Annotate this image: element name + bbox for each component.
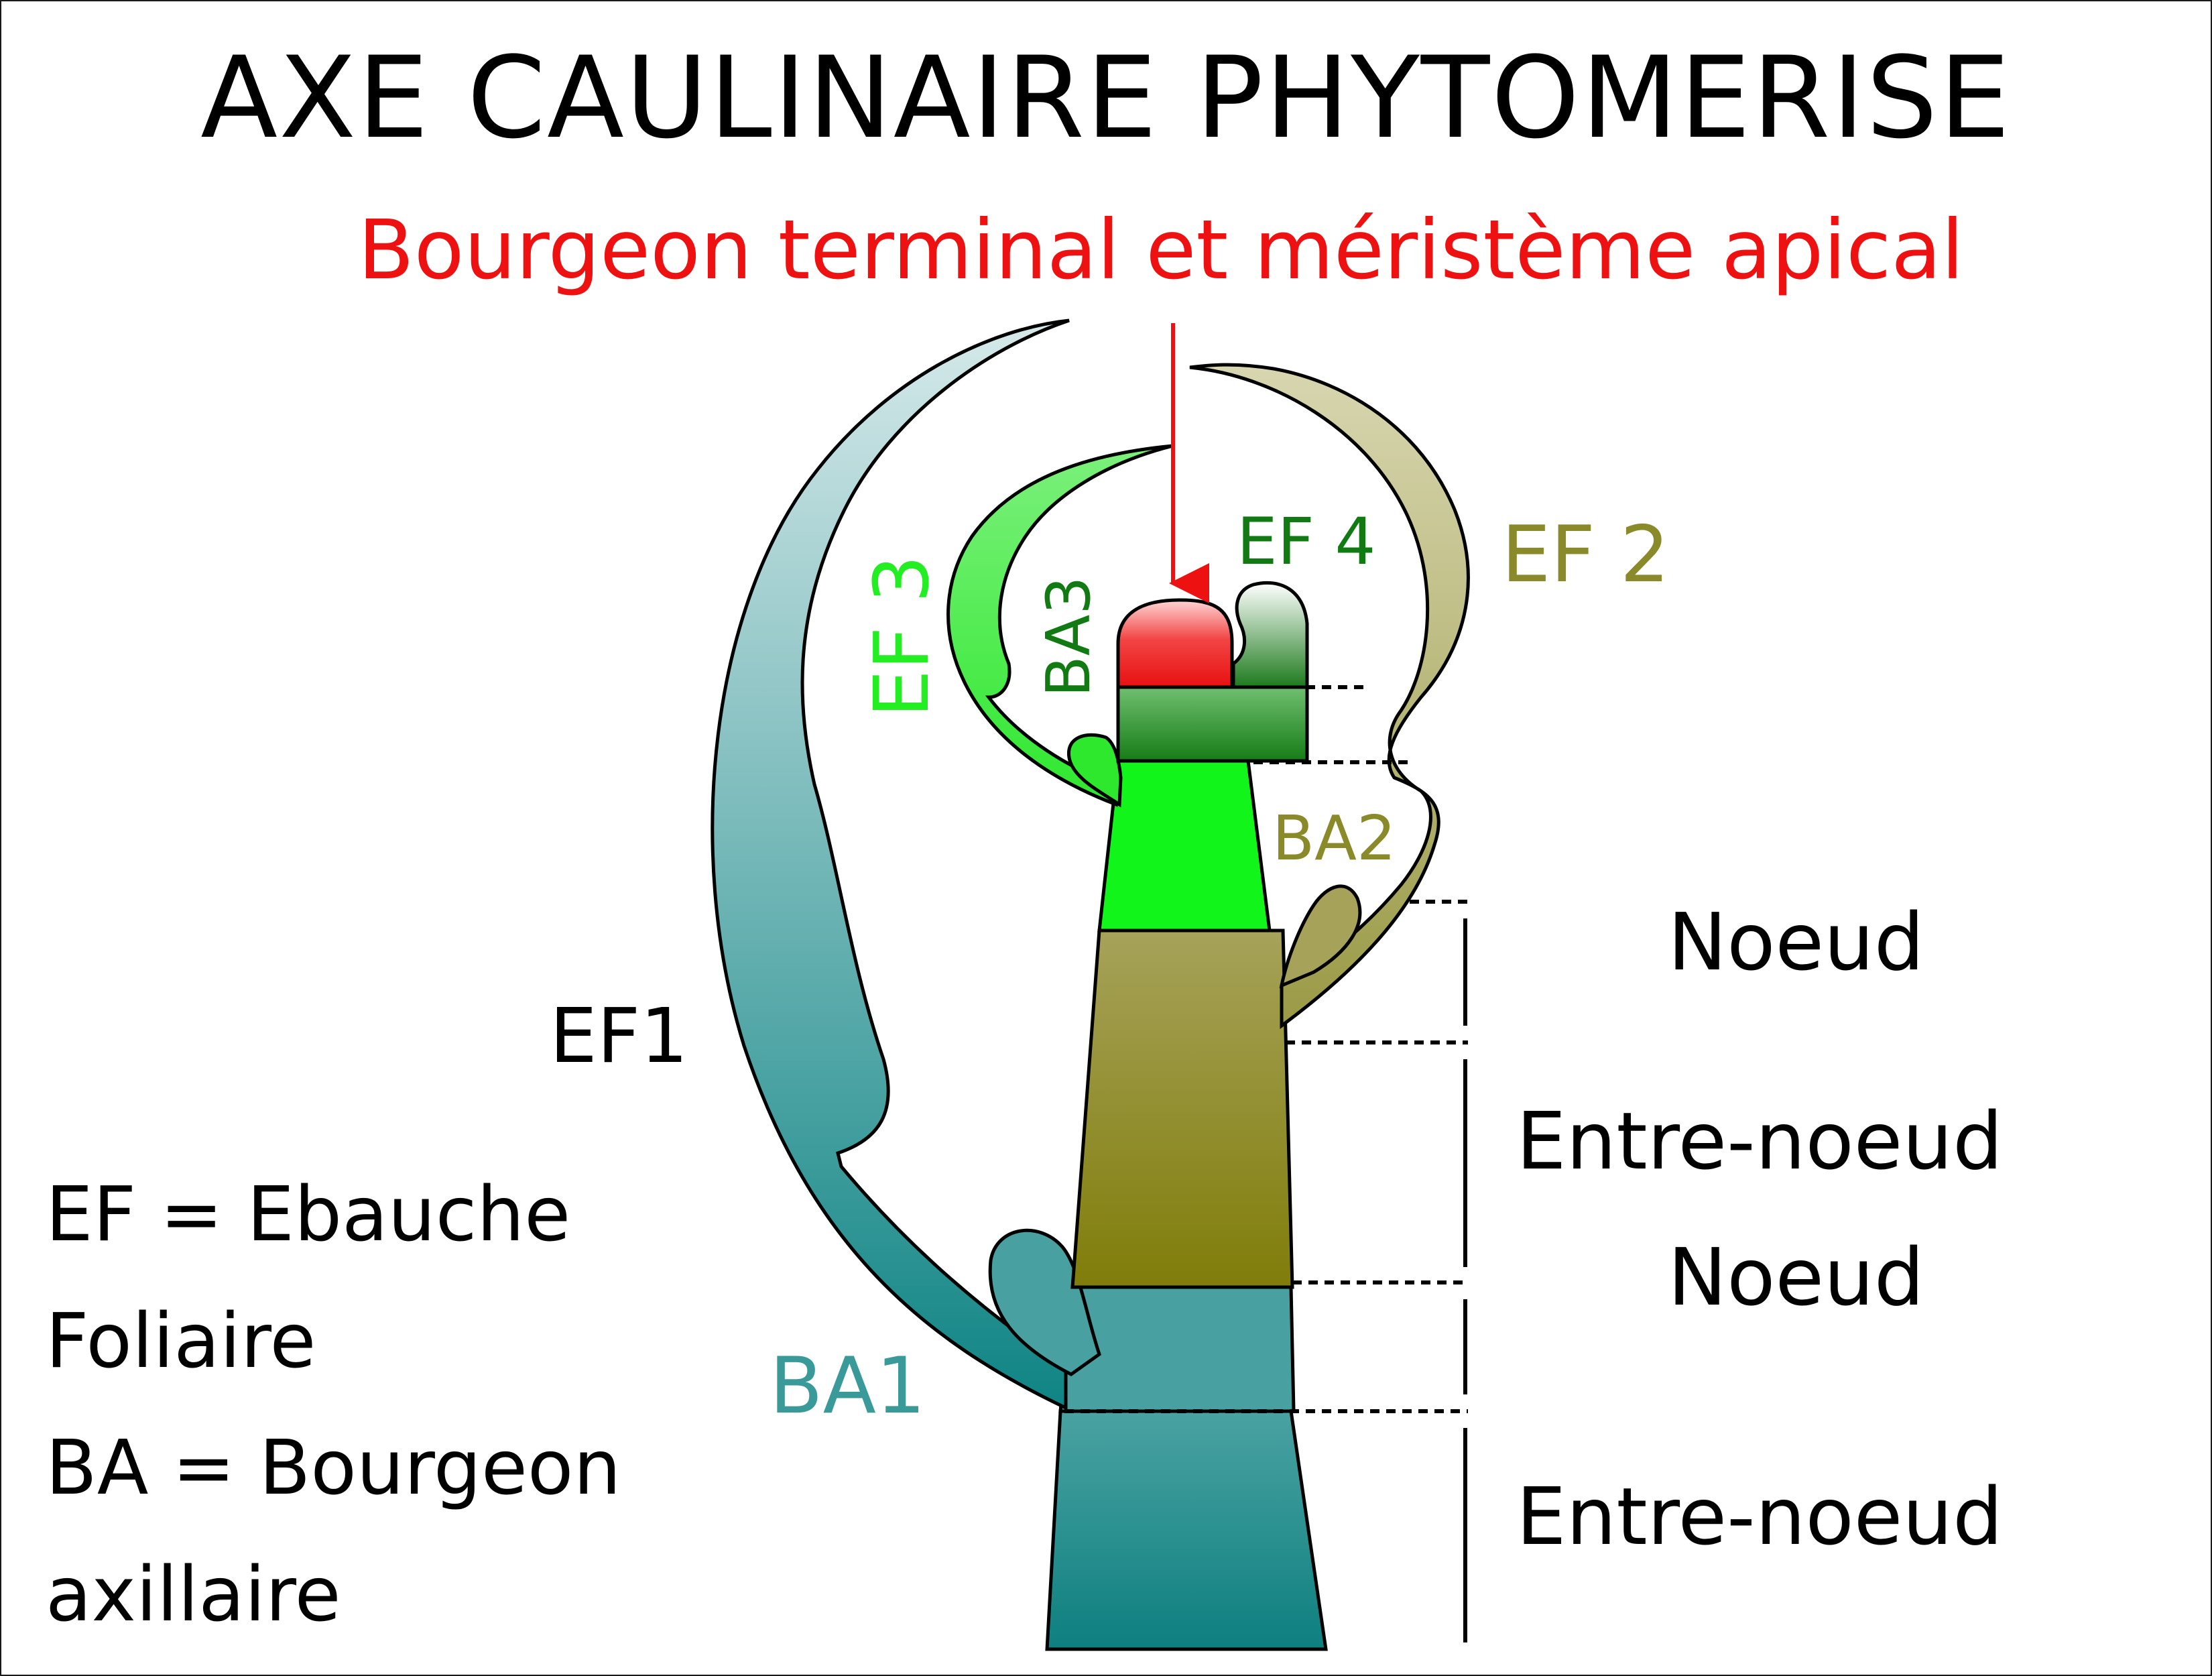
label-ba3: BA3 <box>1034 576 1104 697</box>
leaf-primordium-ef3 <box>946 444 1174 807</box>
subtitle-terminal-bud: Bourgeon terminal et méristème apical <box>358 202 1964 298</box>
stem-apex-dark <box>1116 685 1309 763</box>
label-ef4: EF 4 <box>1237 504 1376 579</box>
label-ef3: EF 3 <box>859 554 946 717</box>
stem-internode-bottom <box>1045 1409 1328 1651</box>
level-lines <box>1064 685 1468 1413</box>
label-entre-noeud-bottom: Entre-noeud <box>1516 1470 2003 1563</box>
legend-line: EF = Ebauche <box>46 1171 571 1258</box>
apical-meristem <box>1116 598 1234 689</box>
legend-line: axillaire <box>46 1551 341 1638</box>
legend-line: Foliaire <box>46 1298 316 1385</box>
stem-node-green <box>1097 759 1272 933</box>
legend-line: BA = Bourgeon <box>46 1425 621 1512</box>
label-noeud-top: Noeud <box>1668 896 1924 988</box>
label-ef2: EF 2 <box>1501 510 1670 600</box>
leaf-primordium-ef2 <box>1189 363 1470 1029</box>
leaf-primordium-ef1 <box>711 318 1070 1411</box>
legend: EF = Ebauche Foliaire BA = Bourgeon axil… <box>46 1177 621 1676</box>
label-ef1: EF1 <box>550 993 688 1080</box>
label-ba2: BA2 <box>1272 802 1396 874</box>
stem-internode-top <box>1070 929 1294 1289</box>
axillary-bud-ba1 <box>988 1228 1101 1376</box>
label-entre-noeud-top: Entre-noeud <box>1516 1095 2003 1187</box>
leaf-primordium-ef4 <box>1231 581 1309 689</box>
diagram-title: AXE CAULINAIRE PHYTOMERISE <box>200 32 2012 164</box>
label-ba1: BA1 <box>770 1341 926 1431</box>
axillary-bud-ba2 <box>1279 884 1362 989</box>
label-noeud-bottom: Noeud <box>1668 1231 1924 1323</box>
